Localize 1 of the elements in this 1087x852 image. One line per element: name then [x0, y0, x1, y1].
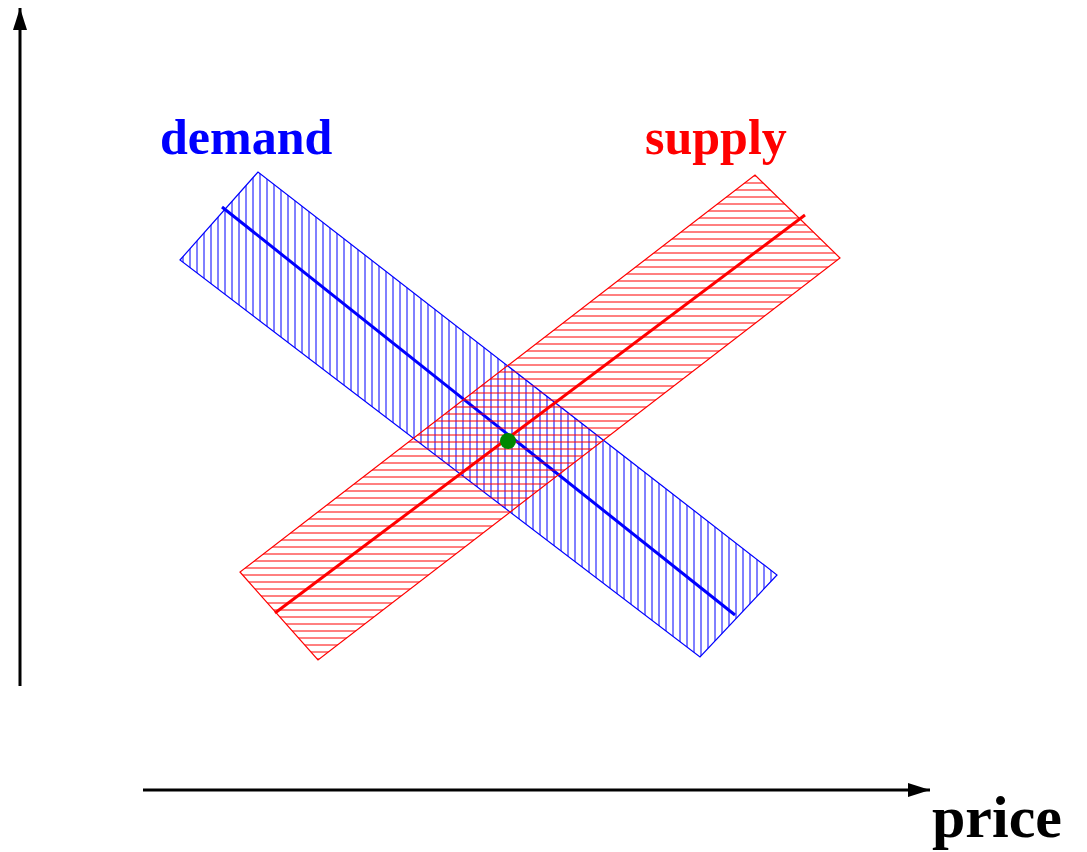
demand-label: demand: [160, 112, 333, 162]
